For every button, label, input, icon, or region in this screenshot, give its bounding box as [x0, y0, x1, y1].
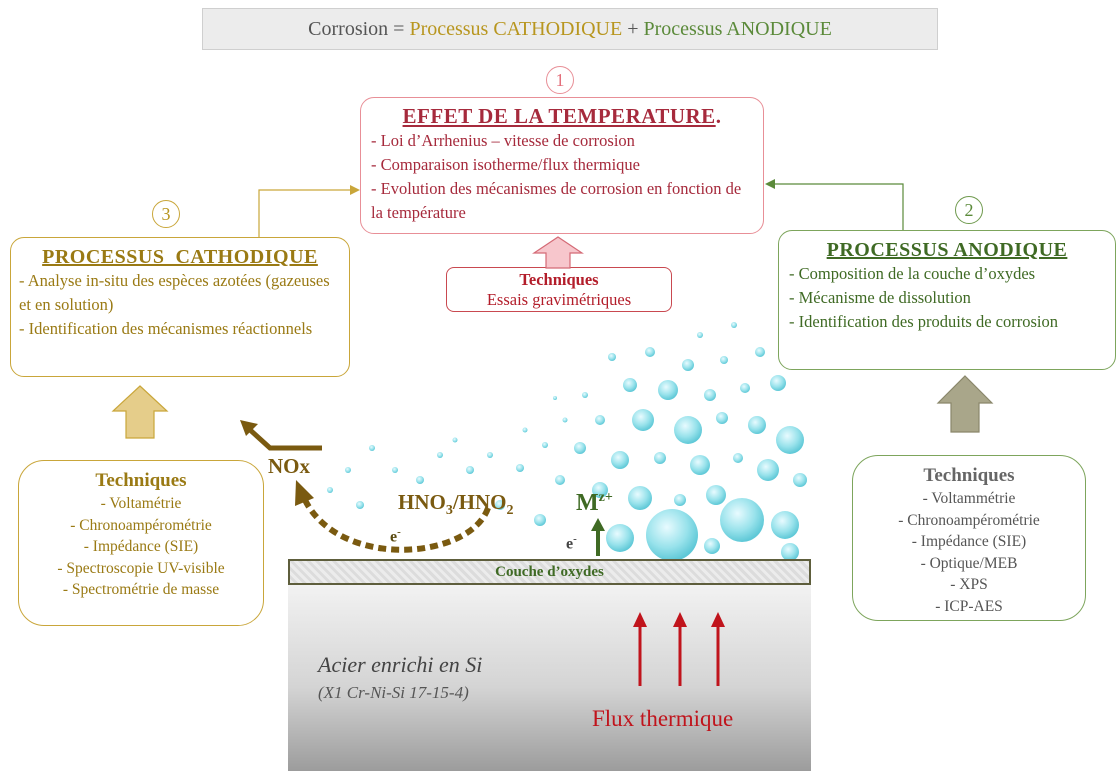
- anodic-item: - Composition de la couche d’oxydes: [789, 264, 1036, 283]
- technique-item: - Spectroscopie UV-visible: [57, 559, 225, 577]
- step-number-3: 3: [152, 200, 180, 228]
- electron-e: e: [390, 528, 398, 546]
- technique-item: - Chronoampérométrie: [70, 516, 212, 534]
- hno-mid: /HNO: [452, 490, 507, 514]
- anodic-list: - Composition de la couche d’oxydes - Mé…: [789, 262, 1105, 334]
- hno-a: HNO: [398, 490, 446, 514]
- step-number-1: 1: [546, 66, 574, 94]
- techniques-heading: Techniques: [95, 470, 187, 491]
- nitric-acid-label: HNO3/HNO2: [398, 490, 514, 519]
- anodic-item: - Identification des produits de corrosi…: [789, 312, 1058, 331]
- hno-sub-a: 3: [445, 503, 453, 519]
- equation-left: Corrosion =: [308, 18, 410, 40]
- cathodic-item: - Analyse in-situ des espèces azotées (g…: [19, 271, 330, 314]
- technique-item: - Voltammétrie: [922, 490, 1016, 507]
- anodic-techniques-list: - Voltammétrie - Chronoampérométrie - Im…: [853, 488, 1085, 617]
- steel-grade: (X1 Cr-Ni-Si 17-15-4): [318, 683, 469, 702]
- technique-item: - XPS: [950, 576, 988, 593]
- equation-anodic: Processus ANODIQUE: [643, 18, 832, 40]
- electron-e: e: [566, 535, 574, 553]
- metal-ion-label: Mz+: [576, 490, 613, 517]
- technique-item: - Optique/MEB: [920, 554, 1018, 572]
- technique-item: - Voltamétrie: [100, 495, 182, 512]
- temperature-item: - Loi d’Arrhenius – vitesse de corrosion: [371, 131, 635, 150]
- dashed-curved-arrow: [302, 498, 491, 553]
- anodic-title: PROCESSUS ANODIQUE: [826, 239, 1068, 261]
- techniques-item: Essais gravimétriques: [486, 290, 632, 309]
- temperature-item: - Comparaison isotherme/flux thermique: [371, 155, 640, 174]
- cathodic-techniques-list: - Voltamétrie - Chronoampérométrie - Imp…: [19, 493, 263, 601]
- equation-cathodic: Processus CATHODIQUE: [409, 18, 623, 40]
- equation-plus: +: [622, 18, 644, 40]
- technique-item: - Chronoampérométrie: [898, 511, 1040, 529]
- temperature-title: EFFET DE LA TEMPERATURE .: [371, 104, 753, 129]
- technique-item: - ICP-AES: [935, 597, 1003, 615]
- oxide-layer: Couche d’oxydes: [288, 559, 811, 585]
- olive-block-arrow: [936, 375, 994, 433]
- heat-flux-label: Flux thermique: [592, 706, 734, 731]
- temperature-list: - Loi d’Arrhenius – vitesse de corrosion…: [371, 129, 753, 225]
- anodic-item: - Mécanisme de dissolution: [789, 288, 971, 307]
- heat-arrowhead-1: [633, 612, 647, 627]
- techniques-heading: Techniques: [923, 465, 1015, 486]
- cathodic-title: PROCESSUS CATHODIQUE: [42, 246, 318, 268]
- heat-arrowhead-2: [673, 612, 687, 627]
- temperature-effect-box: EFFET DE LA TEMPERATURE . - Loi d’Arrhen…: [360, 97, 764, 234]
- anodic-to-temperature-connector: [773, 183, 904, 230]
- nox-label: NOx: [268, 454, 310, 478]
- cathodic-to-temperature-connector: [258, 189, 352, 237]
- dashed-arrowhead: [295, 480, 314, 506]
- nox-arrow: [246, 426, 322, 451]
- cathodic-techniques-box: Techniques - Voltamétrie - Chronoampérom…: [18, 460, 264, 626]
- technique-item: - Impédance (SIE): [911, 533, 1027, 550]
- step-number-2: 2: [955, 196, 983, 224]
- corrosion-bubbles: [327, 322, 807, 561]
- cathodic-list: - Analyse in-situ des espèces azotées (g…: [19, 269, 341, 341]
- technique-item: - Impédance (SIE): [83, 538, 199, 555]
- temperature-title-text: EFFET DE LA TEMPERATURE: [402, 104, 716, 128]
- gold-block-arrow: [111, 385, 169, 439]
- electron-label-anodic: e-: [566, 533, 577, 553]
- anodic-process-box: PROCESSUS ANODIQUE - Composition de la c…: [778, 230, 1116, 370]
- connector-arrowhead-right: [765, 179, 775, 189]
- connector-arrowhead-left: [350, 185, 360, 195]
- techniques-gravimetric-box: Techniques Essais gravimétriques: [446, 267, 672, 312]
- metal-ion-sup: z+: [598, 490, 613, 505]
- cathodic-item: - Identification des mécanismes réaction…: [19, 319, 313, 338]
- ion-arrowhead: [591, 518, 605, 531]
- heat-arrowhead-3: [711, 612, 725, 627]
- cathodic-process-box: PROCESSUS CATHODIQUE - Analyse in-situ d…: [10, 237, 350, 377]
- techniques-heading: Techniques: [519, 270, 599, 289]
- technique-item: - Spectrométrie de masse: [62, 581, 220, 598]
- temperature-item: - Evolution des mécanismes de corrosion …: [371, 179, 742, 222]
- electron-sup: -: [573, 533, 577, 545]
- hno-sub-b: 2: [506, 503, 514, 519]
- metal-ion-m: M: [576, 490, 599, 516]
- corrosion-equation-banner: Corrosion = Processus CATHODIQUE + Proce…: [202, 8, 938, 50]
- electron-label-cathodic: e-: [390, 526, 401, 546]
- pink-block-arrow: [532, 236, 584, 269]
- anodic-techniques-box: Techniques - Voltammétrie - Chronoampéro…: [852, 455, 1086, 621]
- nox-arrowhead: [240, 420, 258, 436]
- temperature-title-suffix: .: [715, 104, 722, 128]
- electron-sup: -: [397, 526, 401, 538]
- steel-name: Acier enrichi en Si: [318, 652, 483, 677]
- steel-substrate: [288, 585, 811, 771]
